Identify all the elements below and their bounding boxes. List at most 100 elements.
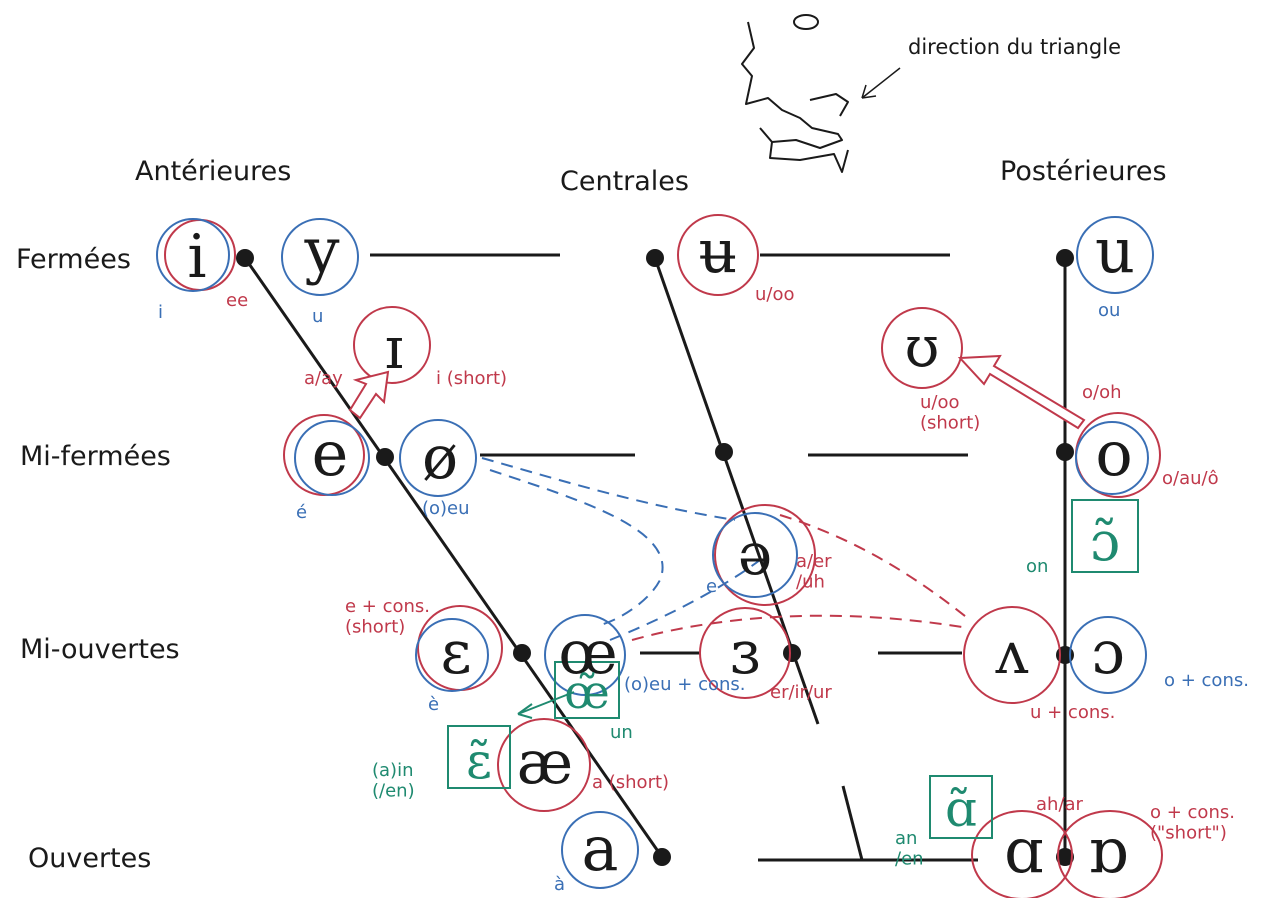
vowel-schwa: ə xyxy=(738,520,772,588)
en-label-e: a/ay xyxy=(304,368,343,389)
vowel-open-o: ɔ xyxy=(1091,618,1125,688)
fr-label-e: é xyxy=(296,502,307,523)
circle-blue-o xyxy=(1075,421,1149,495)
en-label-rev-epsilon: er/ir/ur xyxy=(770,682,832,703)
fr-label-epsilon: è xyxy=(428,694,439,715)
circle-red-small-cap-i xyxy=(353,306,431,384)
dot-close-mid-front xyxy=(376,448,394,466)
vowel-script-a: ɑ xyxy=(1004,814,1044,887)
nasal-in: ɛ̃ xyxy=(466,732,492,790)
en-label-barred-u: u/oo xyxy=(755,284,795,305)
vowel-upsilon: ʊ xyxy=(905,315,940,380)
dot-open-front xyxy=(653,848,671,866)
vowel-a: a xyxy=(582,812,619,885)
vowel-o: o xyxy=(1095,417,1132,490)
dot-open-back xyxy=(1056,848,1074,866)
en-label-ash: a (short) xyxy=(592,772,669,793)
dot-close-central xyxy=(646,249,664,267)
vowel-small-cap-i: ɪ xyxy=(385,314,404,382)
dot-open-mid-front xyxy=(513,644,531,662)
box-nasal-an xyxy=(929,775,993,839)
dashed-connectors xyxy=(481,457,971,641)
column-front: Antérieures xyxy=(135,156,291,187)
circle-red-script-a xyxy=(971,810,1073,898)
nasal-on: ɔ̃ xyxy=(1090,510,1120,573)
row-open-mid: Mi-ouvertes xyxy=(20,634,180,665)
arrow-un-to-in-head xyxy=(517,703,533,719)
fr-label-y: u xyxy=(312,306,323,327)
nasal-an: ɑ̃ xyxy=(945,780,977,838)
circle-blue-oslash xyxy=(399,419,477,497)
side-note-arrow xyxy=(861,67,901,99)
fr-label-u: ou xyxy=(1098,300,1120,321)
vowel-o-slash: ø xyxy=(422,423,458,493)
dashed-red-schwa-wedge xyxy=(779,514,971,621)
vowel-u: u xyxy=(1095,214,1135,287)
en-label-o-arrow: o/oh xyxy=(1082,382,1122,403)
circle-blue-e xyxy=(294,420,370,496)
row-open: Ouvertes xyxy=(28,843,151,874)
vertex-dots xyxy=(236,249,1074,866)
nasal-boxes xyxy=(447,499,1139,839)
fr-label-open-o: o + cons. xyxy=(1164,670,1249,691)
en-label-o: o/au/ô xyxy=(1162,468,1219,489)
en-label-schwa: a/er/uh xyxy=(796,551,832,593)
en-label-upsilon: u/oo(short) xyxy=(920,392,980,434)
front-edge-line xyxy=(243,257,664,858)
dot-close-front xyxy=(236,249,254,267)
circle-blue-u xyxy=(1076,216,1154,294)
arrow-e-to-small-cap-i xyxy=(348,370,390,420)
dot-close-mid-central xyxy=(715,443,733,461)
side-note-arrowhead xyxy=(861,84,877,99)
fr-label-nasal-in: (a)in(/en) xyxy=(372,760,415,802)
box-nasal-in xyxy=(447,725,511,789)
vowel-rev-epsilon: ɜ xyxy=(730,618,761,688)
fr-label-nasal-un: un xyxy=(610,722,633,743)
en-label-script-a: ah/ar xyxy=(1036,794,1084,815)
trapezoid-frame xyxy=(243,253,1067,862)
dot-open-mid-central xyxy=(783,644,801,662)
row-close: Fermées xyxy=(16,244,131,275)
fr-label-schwa: e xyxy=(706,576,717,597)
dashed-blue-oe-schwa xyxy=(609,559,761,641)
arrow-un-to-in xyxy=(517,691,575,715)
box-nasal-un xyxy=(554,661,620,719)
en-label-small-cap-i: i (short) xyxy=(436,368,507,389)
circle-red-wedge xyxy=(963,606,1061,704)
vowel-y: y xyxy=(303,214,339,287)
en-label-wedge: u + cons. xyxy=(1030,702,1115,723)
dashed-blue-oslash-oe xyxy=(489,469,664,626)
column-back: Postérieures xyxy=(1000,156,1167,187)
vowel-ash: æ xyxy=(517,728,573,798)
dashed-blue-oslash-schwa xyxy=(481,457,736,521)
open-line-tick xyxy=(841,785,864,861)
side-note: direction du triangle xyxy=(908,35,1121,59)
circle-blue-epsilon xyxy=(415,618,489,692)
circle-blue-i xyxy=(156,218,230,292)
dot-close-mid-back xyxy=(1056,443,1074,461)
circle-blue-oe xyxy=(544,614,626,696)
circle-blue-schwa xyxy=(712,512,798,598)
vowel-turned-script-a: ɒ xyxy=(1088,814,1128,887)
fr-label-a: à xyxy=(554,874,565,895)
row-close-mid: Mi-fermées xyxy=(20,441,171,472)
circle-red-ash xyxy=(497,718,591,812)
fr-label-oe: (o)eu + cons. xyxy=(624,674,745,695)
fr-label-o-slash: (o)eu xyxy=(422,498,470,519)
vowel-barred-u: ʉ xyxy=(699,217,738,287)
circle-red-schwa xyxy=(714,504,816,606)
circle-red-turned-script-a xyxy=(1057,810,1163,898)
marker-circles xyxy=(156,214,1163,898)
circle-blue-a xyxy=(561,811,639,889)
head-profile-sketch xyxy=(741,14,849,173)
circle-red-rev-epsilon xyxy=(699,607,791,699)
fr-label-i: i xyxy=(158,302,163,323)
nasal-un: œ̃ xyxy=(564,665,609,719)
circle-blue-open-o xyxy=(1069,616,1147,694)
column-central: Centrales xyxy=(560,166,689,197)
fr-label-nasal-an: an/en xyxy=(895,828,924,870)
en-label-epsilon: e + cons.(short) xyxy=(345,596,430,638)
vowel-epsilon: ɛ xyxy=(440,618,471,688)
vowel-i: i xyxy=(187,222,206,292)
